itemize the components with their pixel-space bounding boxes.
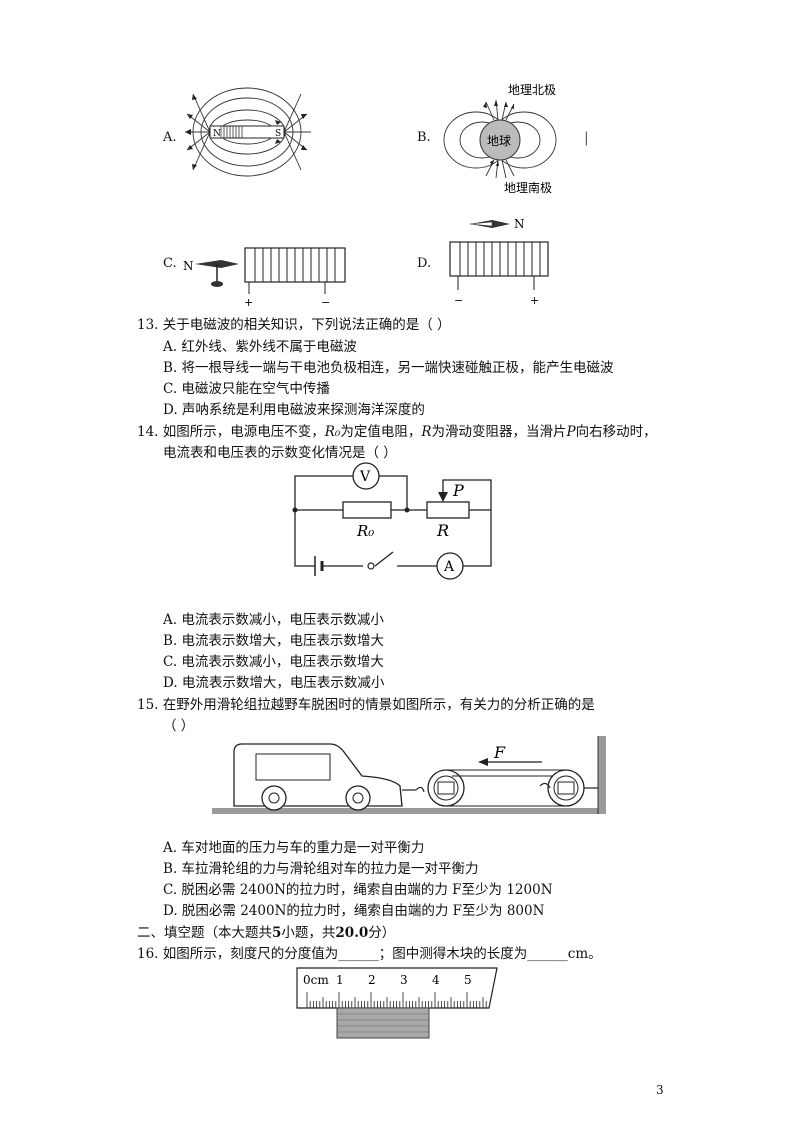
q14-option-b: B. 电流表示数增大，电压表示数增大 [163,633,385,649]
q15-option-a: A. 车对地面的压力与车的重力是一对平衡力 [163,840,425,856]
q13-option-b: B. 将一根导线一端与干电池负极相连，另一端快速碰触正极，能产生电磁波 [163,360,614,376]
terminal-minus-d: − [454,294,463,307]
q14-stem-part: 为定值电阻， [340,424,422,440]
terminal-plus-d: + [530,294,539,307]
section-heading-part: 二、填空题（本大题共 [137,925,272,941]
q14-var-r0: R₀ [324,424,341,440]
compass-n-label-c: N [183,259,194,273]
section-question-count: 5 [272,925,282,941]
terminal-plus-c: + [244,296,253,309]
ruler-tick-label: 1 [336,973,344,987]
ruler-unit-label: 0cm [303,973,329,987]
figure-earth-field: 地理北极 地理南极 地球 [443,83,557,195]
earth-label: 地球 [487,134,511,148]
figure-circuit: V A P R₀ R [292,462,492,580]
magnet-n-label: N [213,129,221,139]
section-heading-part: 分） [368,925,396,941]
r0-label: R₀ [356,522,374,540]
q15-stem-line2: （ ） [163,718,195,734]
page-number: 3 [656,1083,664,1097]
slider-p-label: P [452,481,464,500]
q13-option-c: C. 电磁波只能在空气中传播 [163,381,330,397]
r-label: R [436,521,449,540]
terminal-minus-c: − [321,296,330,309]
q14-option-d: D. 电流表示数增大，电压表示数减小 [163,675,385,691]
magnet-s-label: S [275,129,281,139]
q15-option-b: B. 车拉滑轮组的力与滑轮组对车的拉力是一对平衡力 [163,861,479,877]
voltmeter-label: V [359,469,371,485]
q14-var-r: R [421,424,432,440]
q16-stem: 16. 如图所示，刻度尺的分度值为______；图中测得木块的长度为______… [137,946,602,962]
option-b-label: B. [417,130,431,145]
q14-stem-part: 向右移动时， [575,424,657,440]
q14-stem: 14. 如图所示，电源电压不变，R₀为定值电阻，R为滑动变阻器，当滑片P向右移动… [137,422,657,442]
section-heading: 二、填空题（本大题共5小题，共20.0分） [137,923,395,943]
ruler-tick-label: 4 [432,973,440,987]
section-heading-part: 小题，共 [281,925,336,941]
q15-option-c: C. 脱困必需 2400N的拉力时，绳索自由端的力 F至少为 1200N [163,882,553,898]
figure-ruler: 0cm 1 2 3 4 5 [296,967,498,1039]
q14-stem-line2: 电流表和电压表的示数变化情况是（ ） [163,445,397,461]
geo-south-label: 地理南极 [504,180,552,195]
q14-stem-part: 14. 如图所示，电源电压不变， [137,424,325,440]
option-a-label: A. [163,130,177,145]
section-score: 20.0 [335,925,369,941]
compass-n-label-d: N [514,217,525,231]
q15-option-d: D. 脱困必需 2400N的拉力时，绳索自由端的力 F至少为 800N [163,903,545,919]
force-f-label: F [493,743,506,762]
q14-option-a: A. 电流表示数减小，电压表示数减小 [163,612,384,628]
ruler-tick-label: 5 [464,973,472,987]
ammeter-label: A [443,559,455,575]
q14-option-c: C. 电流表示数减小，电压表示数增大 [163,654,384,670]
q14-stem-part: 为滑动变阻器，当滑片 [431,424,567,440]
option-d-label: D. [417,256,432,271]
figure-car-pulley: F [212,736,606,814]
q13-option-a: A. 红外线、紫外线不属于电磁波 [163,339,357,355]
q15-stem: 15. 在野外用滑轮组拉越野车脱困时的情景如图所示，有关力的分析正确的是 [137,697,595,713]
q13-stem: 13. 关于电磁波的相关知识，下列说法正确的是（ ） [137,317,451,333]
q14-var-p: P [566,424,576,440]
stray-mark: | [584,130,589,146]
ruler-tick-label: 2 [368,973,376,987]
geo-north-label: 地理北极 [508,83,556,97]
q13-option-d: D. 声呐系统是利用电磁波来探测海洋深度的 [163,402,425,418]
figure-solenoid-d: N − + [449,217,549,307]
figure-solenoid-c: N + − [183,247,346,309]
option-c-label: C. [163,256,177,271]
ruler-tick-label: 3 [400,973,408,987]
figure-bar-magnet: N S [185,87,311,177]
